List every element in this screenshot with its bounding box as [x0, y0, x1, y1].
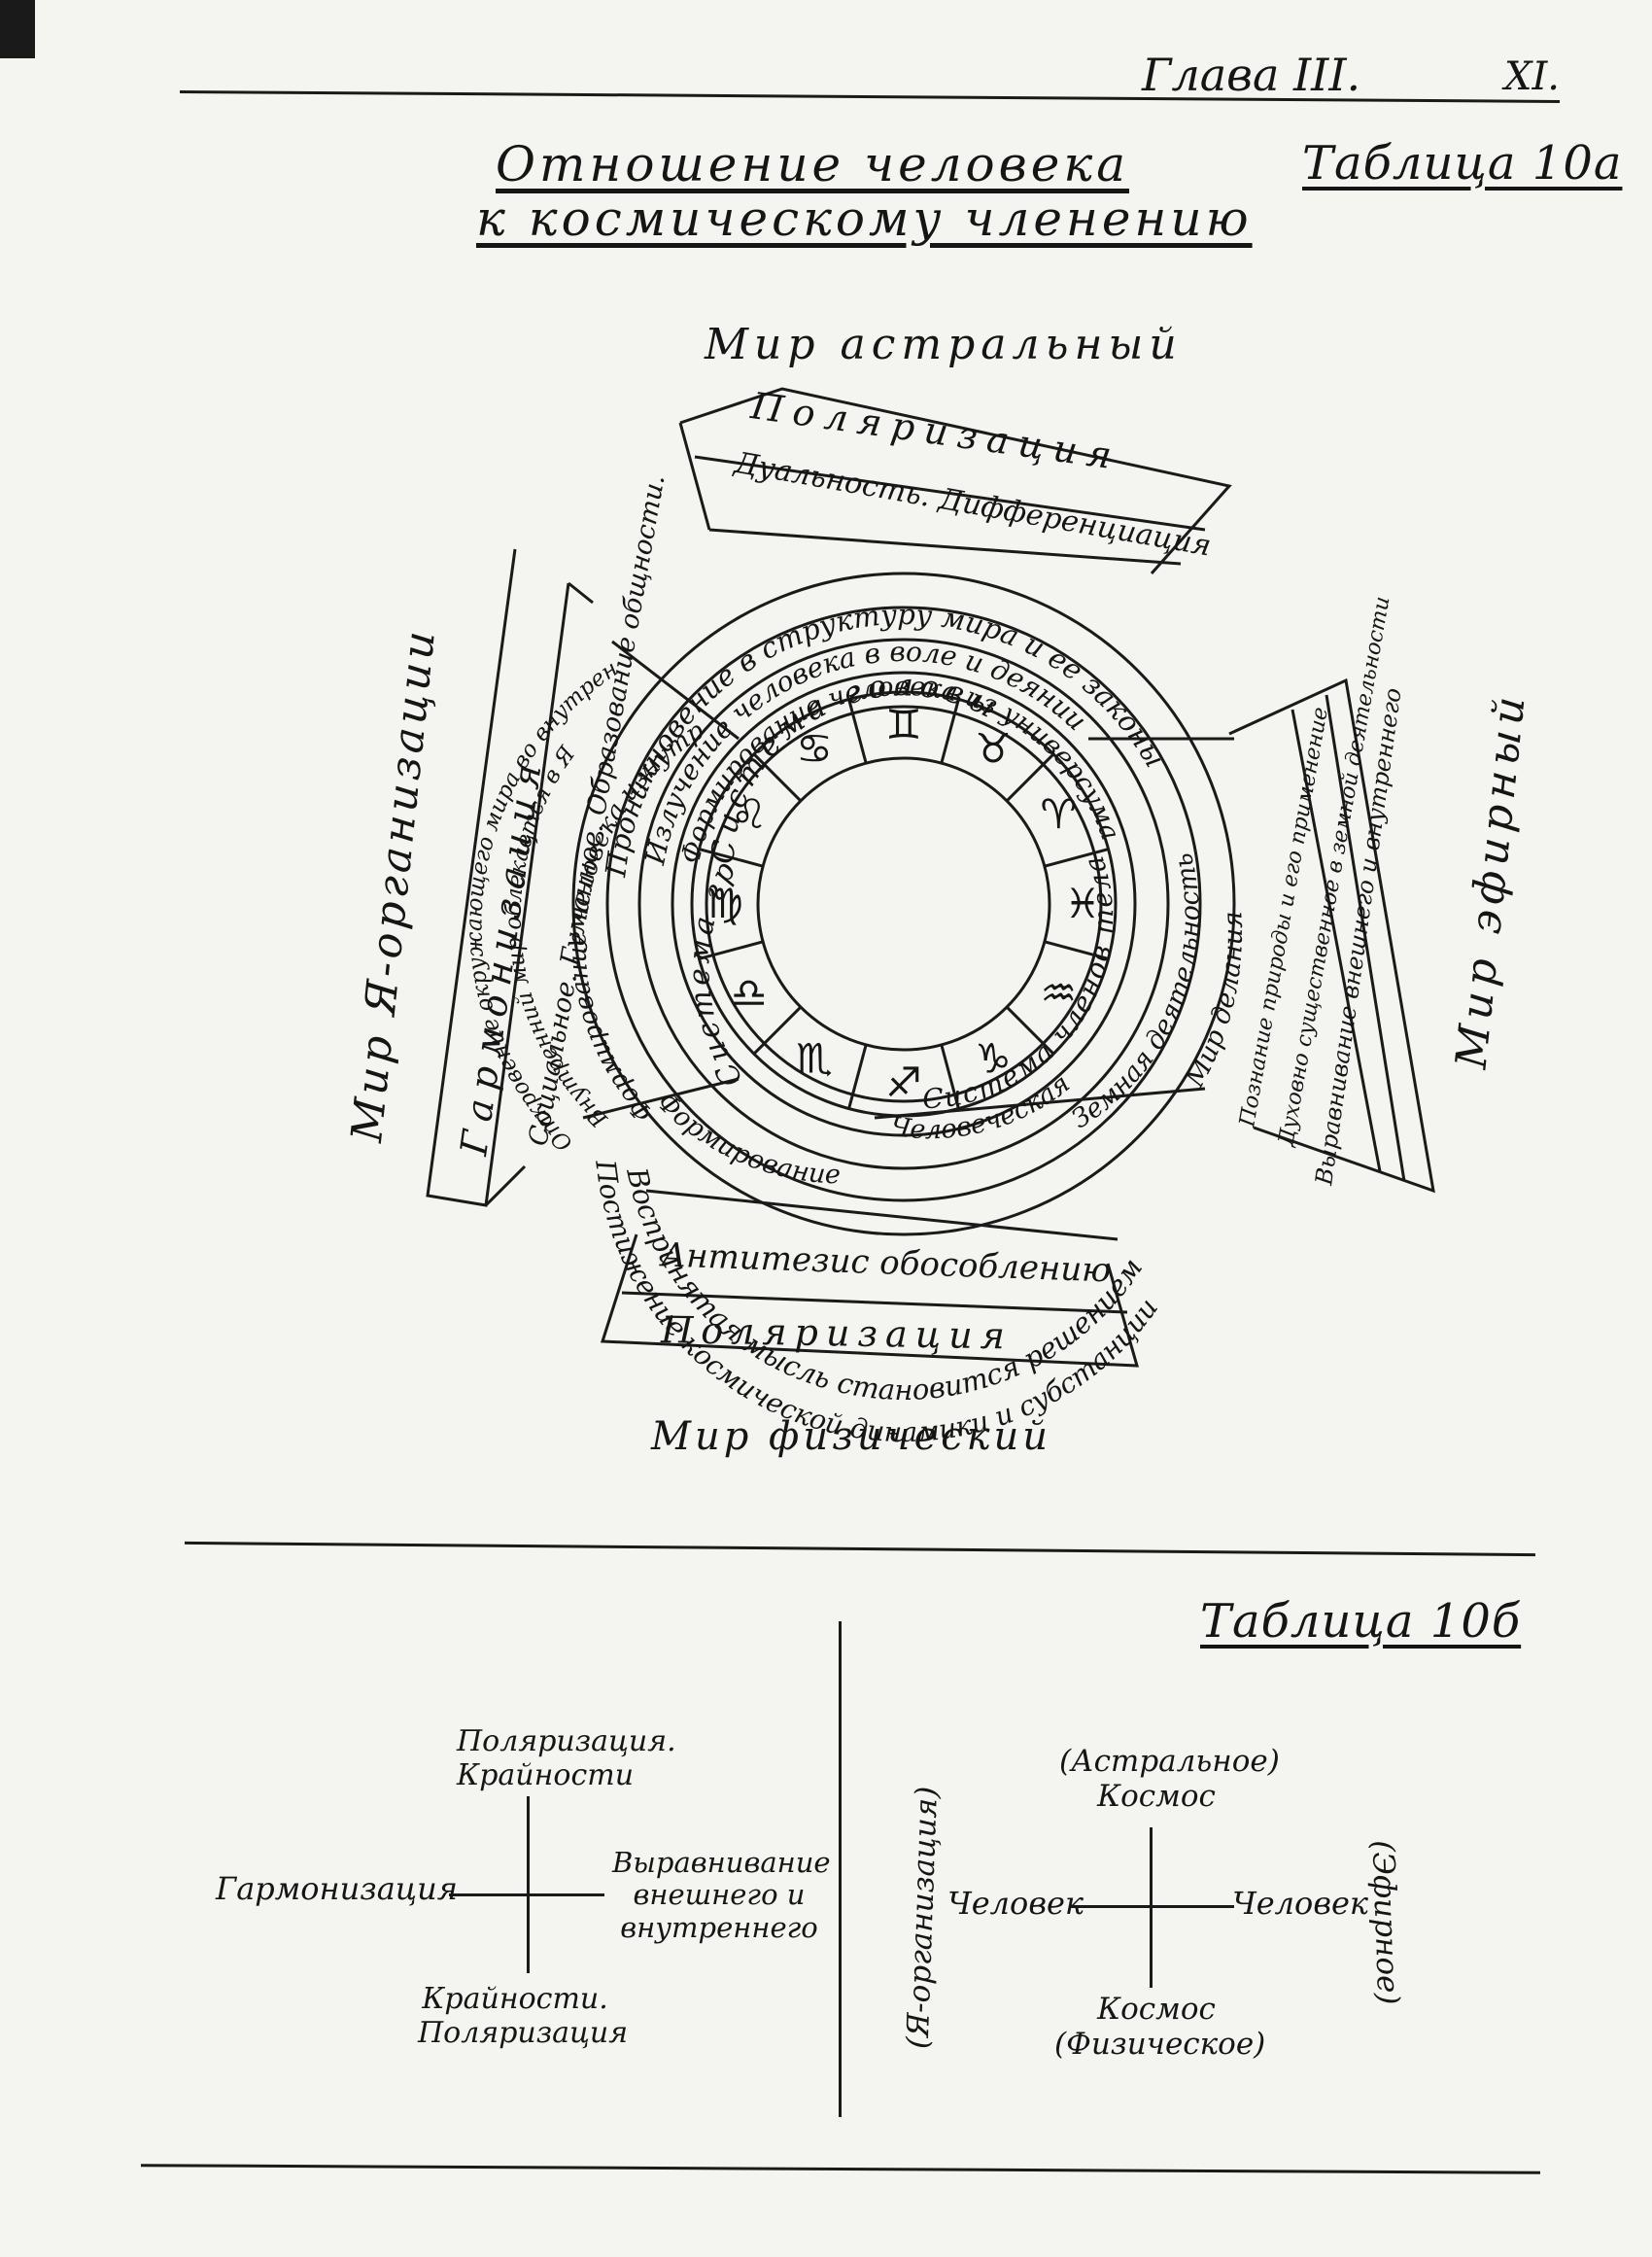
zodiac-sign: ♌: [731, 790, 768, 838]
page-number: XI.: [1504, 54, 1560, 99]
zodiac-divider: [699, 940, 764, 960]
table-10b-label: Таблица 10б: [1200, 1594, 1522, 1649]
middle-rule: [185, 1541, 1535, 1557]
ring-4: [671, 671, 1137, 1137]
zodiac-sign: ♓: [1064, 880, 1101, 927]
zodiac-divider: [699, 848, 764, 868]
cosmic-diagram: ♋ ♊ ♉ ♈ ♓ ♒ ♑ ♐ ♏ ♎ ♍ ♌ Поляризация Дуальность. Диф…: [0, 0, 1435, 1448]
zodiac-ring: ♋ ♊ ♉ ♈ ♓ ♒ ♑ ♐ ♏ ♎ ♍ ♌: [699, 699, 1109, 1109]
ring-left-inner-text: Формирование человека изнутри: [0, 0, 709, 1128]
world-physical-label: Мир физический: [651, 1414, 1052, 1459]
divider-nw: [611, 640, 740, 741]
bottom-block-frame: [600, 1189, 1140, 1368]
zodiac-divider: [752, 1006, 802, 1056]
title-line-2: к космическому членению: [476, 191, 1253, 247]
vertical-divider: [839, 1621, 842, 2117]
left-cross-top: Поляризация. Крайности: [457, 1724, 676, 1792]
ring-5: [705, 705, 1103, 1103]
chapter-label: Глава III.: [1142, 49, 1361, 101]
zodiac-sign: ♏: [796, 1034, 833, 1082]
right-cross-side-right: (Эфирное): [1364, 1839, 1406, 2006]
zodiac-sign: ♉: [975, 725, 1012, 773]
ring-outer: [571, 572, 1236, 1236]
zodiac-sign: ♐: [885, 1059, 922, 1106]
left-cross-vertical: [527, 1796, 530, 1973]
left-cross-horizontal: [449, 1893, 604, 1896]
zodiac-divider: [940, 1044, 960, 1109]
top-block-frame: [678, 387, 1232, 574]
zodiac-divider: [1006, 1006, 1055, 1056]
zodiac-divider: [752, 752, 802, 802]
table-10a-label: Таблица 10а: [1302, 136, 1623, 191]
zodiac-divider: [1006, 752, 1055, 802]
zodiac-sign: ♎: [731, 969, 768, 1017]
zodiac-sign: ♊: [885, 701, 922, 748]
ring-2: [605, 606, 1202, 1202]
zodiac-divider: [847, 699, 868, 764]
zodiac-divider: [1044, 940, 1109, 960]
divider-se: [874, 1087, 1206, 1120]
left-cross-right: Выравнивание внешнего и внутреннего: [612, 1846, 831, 1944]
zodiac-sign: ♈: [1041, 790, 1078, 838]
right-cross-bottom: Космос (Физическое): [1054, 1992, 1266, 2062]
right-cross-top: (Астральное) Космос: [1059, 1744, 1280, 1814]
ring-3: [637, 638, 1170, 1170]
world-astral-label: Мир астральный: [705, 320, 1183, 369]
system-limbs-text: Система членов тела: [921, 851, 1119, 1115]
zodiac-sign: ♒: [1041, 969, 1078, 1017]
title-line-1: Отношение человека: [496, 136, 1130, 192]
top-block-inner-text: Дуальность. Дифференциация: [730, 445, 1213, 563]
bottom-rule: [141, 2164, 1540, 2174]
right-cross-side-left: (Я-организация): [900, 1786, 946, 2050]
left-block-frame: [426, 548, 594, 1207]
zodiac-divider: [1044, 848, 1109, 868]
bottom-block-inner-text: Антитезис обособлению: [659, 1235, 1112, 1290]
zodiac-sign: ♑: [975, 1034, 1012, 1082]
zodiac-sign: ♍: [706, 880, 743, 927]
scan-edge: [0, 0, 35, 58]
right-block-frame: [1228, 677, 1435, 1194]
right-cross-horizontal: [1069, 1905, 1234, 1908]
zodiac-divider: [847, 1044, 868, 1109]
left-cross-bottom: Крайности. Поляризация: [418, 1982, 629, 2050]
ring-bottom-inner-text: Формирование: [651, 1087, 842, 1190]
bottom-block-outer-text: Поляризация: [660, 1308, 1013, 1357]
right-cross-right: Человек: [1232, 1885, 1368, 1922]
left-cross-left: Гармонизация: [216, 1870, 458, 1907]
zodiac-sign: ♋: [796, 725, 833, 773]
divider-sw: [582, 1077, 740, 1120]
zodiac-divider: [940, 699, 960, 764]
ring-zodiac-inner: [756, 756, 1051, 1052]
right-cross-left: Человек: [947, 1885, 1084, 1922]
